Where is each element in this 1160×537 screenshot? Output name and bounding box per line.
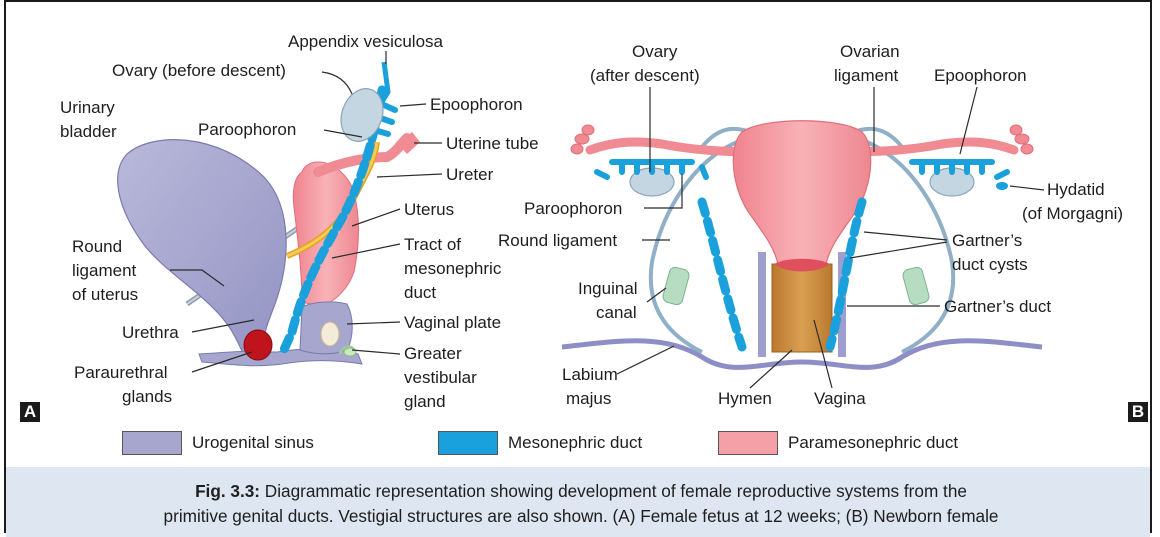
label-paraurethral-glands: Paraurethral [74, 363, 168, 382]
label-hymen: Hymen [718, 389, 772, 408]
label-round-ligament: Round [72, 237, 122, 256]
figure-frame: Appendix vesiculosa Ovary (before descen… [4, 0, 1152, 533]
label-tract-of-mesonephric-3: duct [404, 283, 436, 302]
legend-mesonephric-duct: Mesonephric duct [438, 430, 642, 456]
label-round-ligament-b: Round ligament [498, 231, 617, 250]
label-ureter: Ureter [446, 165, 494, 184]
label-urinary-bladder-2: bladder [60, 122, 117, 141]
legend-swatch-paramesonephric [718, 431, 778, 455]
legend-swatch-mesonephric [438, 431, 498, 455]
label-epoophoron-a: Epoophoron [430, 95, 523, 114]
label-greater-vestibular-gland-2: vestibular [404, 368, 477, 387]
hydatid-of-morgagni [996, 182, 1008, 190]
label-gartners-duct-cysts-2: duct cysts [952, 255, 1028, 274]
legend-label-mesonephric: Mesonephric duct [508, 433, 642, 453]
label-tract-of-mesonephric-2: mesonephric [404, 259, 502, 278]
label-ovary-after-descent-2: (after descent) [590, 66, 700, 85]
panel-a-drawing [118, 62, 420, 366]
appendix-vesiculosa [382, 62, 388, 102]
inguinal-canal-left [662, 266, 691, 306]
label-urinary-bladder: Urinary [60, 98, 115, 117]
label-tract-of-mesonephric: Tract of [404, 235, 461, 254]
label-gartners-duct: Gartner’s duct [944, 297, 1051, 316]
label-hydatid-2: (of Morgagni) [1022, 204, 1123, 223]
label-epoophoron-b: Epoophoron [934, 66, 1027, 85]
label-labium-majus-2: majus [566, 389, 611, 408]
legend-urogenital-sinus: Urogenital sinus [122, 430, 314, 456]
caption-line-1: Diagrammatic representation showing deve… [260, 481, 967, 501]
panel-label-b: B [1128, 402, 1148, 422]
label-ovary-before-descent: Ovary (before descent) [112, 61, 286, 80]
inguinal-canal-right [902, 266, 931, 306]
label-vagina: Vagina [814, 389, 866, 408]
paraurethral-glands [244, 330, 272, 360]
label-round-ligament-2: ligament [72, 261, 137, 280]
label-inguinal-canal-2: canal [596, 303, 637, 322]
label-ovarian-ligament: Ovarian [840, 42, 900, 61]
label-labium-majus: Labium [562, 365, 618, 384]
label-paroophoron-a: Paroophoron [198, 120, 296, 139]
label-round-ligament-3: of uterus [72, 285, 138, 304]
label-uterus: Uterus [404, 200, 454, 219]
caption-line-2: primitive genital ducts. Vestigial struc… [164, 506, 999, 526]
label-appendix-vesiculosa: Appendix vesiculosa [288, 32, 444, 51]
label-paroophoron-b: Paroophoron [524, 199, 622, 218]
label-hydatid: Hydatid [1047, 180, 1105, 199]
label-paraurethral-glands-2: glands [122, 387, 172, 406]
legend-label-urogenital: Urogenital sinus [192, 433, 314, 453]
gartners-duct-left [702, 202, 742, 347]
caption-fig-label: Fig. 3.3: [195, 481, 260, 501]
label-uterine-tube: Uterine tube [446, 134, 539, 153]
panel-label-a: A [20, 402, 40, 422]
legend-swatch-urogenital [122, 431, 182, 455]
legend-paramesonephric-duct: Paramesonephric duct [718, 430, 958, 456]
label-ovarian-ligament-2: ligament [834, 66, 899, 85]
label-greater-vestibular-gland-3: gland [404, 392, 446, 411]
label-gartners-duct-cysts: Gartner’s [952, 231, 1022, 250]
label-ovary-after-descent: Ovary [632, 42, 678, 61]
label-greater-vestibular-gland: Greater [404, 344, 462, 363]
legend-label-paramesonephric: Paramesonephric duct [788, 433, 958, 453]
label-urethra: Urethra [122, 323, 179, 342]
label-vaginal-plate: Vaginal plate [404, 313, 501, 332]
diagram-canvas: Appendix vesiculosa Ovary (before descen… [6, 2, 1154, 472]
figure-caption: Fig. 3.3: Diagrammatic representation sh… [36, 479, 1126, 529]
label-inguinal-canal: Inguinal [578, 279, 638, 298]
vagina [772, 264, 832, 352]
